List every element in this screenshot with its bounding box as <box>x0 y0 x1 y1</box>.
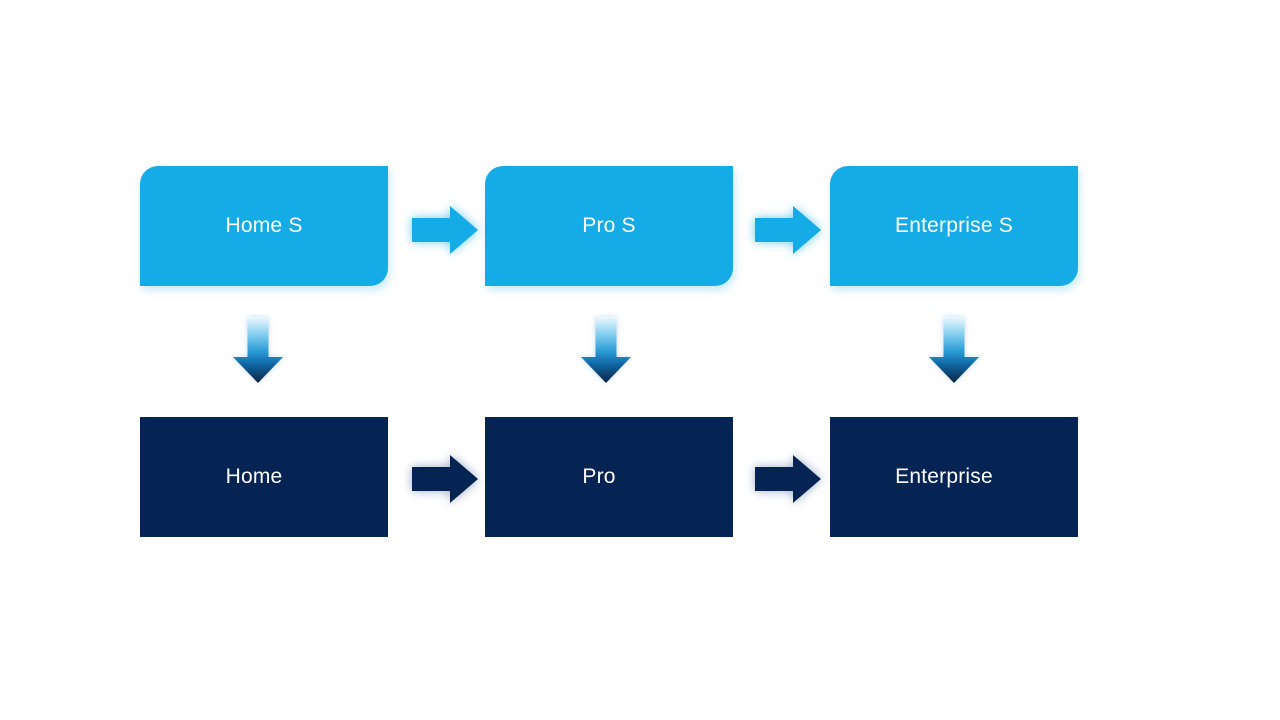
node-pro[interactable]: Pro <box>485 417 733 537</box>
node-home-s[interactable]: Home S <box>140 166 388 286</box>
arrow-down-icon-enterprise-s-to-enterprise <box>929 317 979 383</box>
node-home-label: Home <box>225 465 283 488</box>
arrow-down-icon-home-s-to-home <box>233 317 283 383</box>
node-home[interactable]: Home <box>140 417 388 537</box>
arrow-down-icon-pro-s-to-pro <box>581 317 631 383</box>
node-home-s-label: Home S <box>225 214 303 237</box>
arrow-right-icon-pro-s-to-enterprise-s <box>755 206 821 254</box>
node-enterprise[interactable]: Enterprise <box>830 417 1078 537</box>
node-pro-s[interactable]: Pro S <box>485 166 733 286</box>
node-pro-label: Pro <box>582 465 616 488</box>
node-enterprise-s-label: Enterprise S <box>895 214 1013 237</box>
node-pro-s-label: Pro S <box>582 214 636 237</box>
node-enterprise-label: Enterprise <box>895 465 993 488</box>
node-enterprise-s[interactable]: Enterprise S <box>830 166 1078 286</box>
arrow-right-icon-home-s-to-pro-s <box>412 206 478 254</box>
arrow-right-icon-home-to-pro <box>412 455 478 503</box>
arrow-right-icon-pro-to-enterprise <box>755 455 821 503</box>
